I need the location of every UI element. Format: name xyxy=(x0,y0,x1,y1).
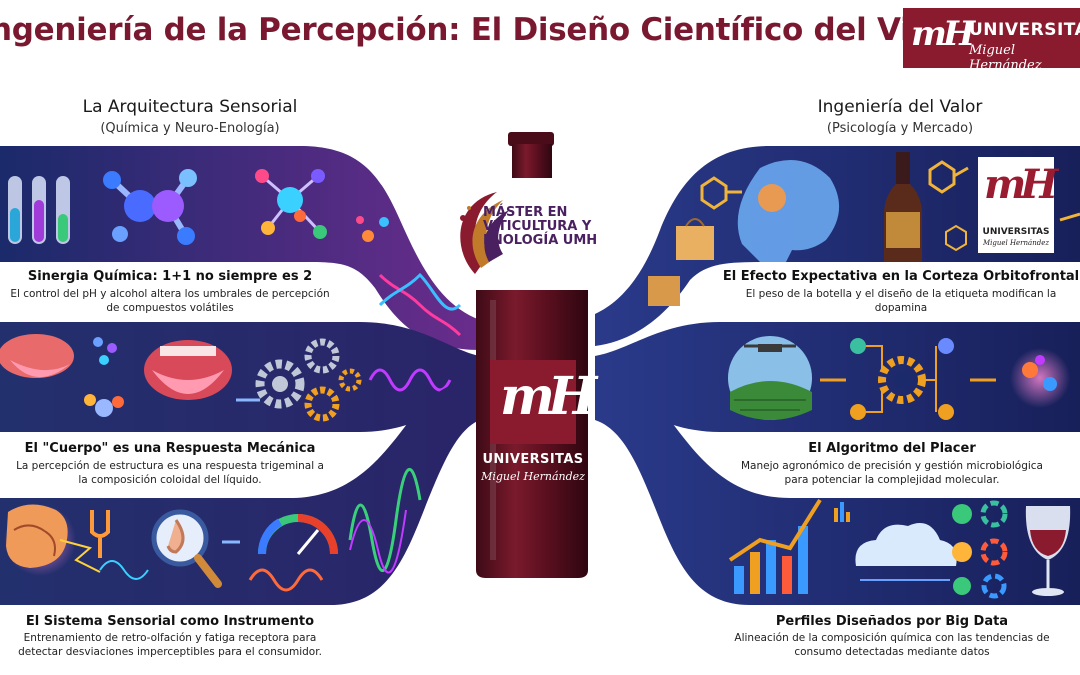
swirl-logo-icon xyxy=(460,192,509,274)
left-panel-2-title: El "Cuerpo" es una Respuesta Mecánica xyxy=(24,441,316,456)
right-panel-1-title: El Efecto Expectativa en la Corteza Orbi… xyxy=(722,269,1080,284)
molecule-icon xyxy=(952,500,1008,599)
shopping-bag-icon xyxy=(648,218,714,306)
logo-line-2: Miguel Hernández xyxy=(969,43,1042,73)
bottle-label-line-1: UNIVERSITAS xyxy=(482,452,584,467)
test-tube-icon xyxy=(8,176,70,244)
molecule-icon xyxy=(928,160,969,252)
left-panel-1-title: Sinergia Química: 1+1 no siempre es 2 xyxy=(27,269,313,284)
panel-logo-line-1: UNIVERSITAS xyxy=(982,227,1050,237)
right-column-subtitle: (Psicología y Mercado) xyxy=(826,121,974,136)
left-column-subtitle: (Química y Neuro-Enología) xyxy=(100,121,280,136)
right-panel-3-title: Perfiles Diseñados por Big Data xyxy=(775,614,1009,629)
molecule-icon xyxy=(700,176,742,210)
molecule-icon xyxy=(1010,348,1070,408)
left-panel-1-description: El control del pH y alcohol altera los u… xyxy=(10,288,330,314)
bottle-label-line-2: Miguel Hernández xyxy=(481,470,585,483)
page-title: ngeniería de la Percepción: El Diseño Ci… xyxy=(0,12,954,48)
master-label: MÁSTER EN VITICULTURA Y ENOLOGÍA UMH xyxy=(445,178,617,290)
gear-icon xyxy=(255,338,362,422)
molecule-icon xyxy=(255,169,327,239)
gear-icon xyxy=(820,338,954,420)
logo-mark: mH xyxy=(911,14,975,54)
master-label-text: MÁSTER EN VITICULTURA Y ENOLOGÍA UMH xyxy=(483,205,598,248)
right-panel-1-description: El peso de la botella y el diseño de la … xyxy=(745,288,1057,314)
right-column-title: Ingeniería del Valor xyxy=(817,97,983,117)
right-panel-3-description: Alineación de la composición química con… xyxy=(734,632,1050,658)
left-column-title: La Arquitectura Sensorial xyxy=(82,97,298,117)
panel-logo-mark: mH xyxy=(984,161,1058,208)
magnifier-nose-icon xyxy=(151,509,222,588)
wine-glass-icon xyxy=(1025,506,1071,596)
right-panel-1 xyxy=(595,146,1080,346)
logo-line-1: UNIVERSITAS xyxy=(969,20,1080,40)
right-panel-2 xyxy=(595,322,1080,432)
left-panel-3-description: Entrenamiento de retro-olfación y fatiga… xyxy=(18,632,322,658)
panel-logo-line-2: Miguel Hernández xyxy=(982,239,1050,247)
left-panel-3-title: El Sistema Sensorial como Instrumento xyxy=(25,614,315,629)
drone-icon xyxy=(728,336,812,420)
right-panel-3 xyxy=(595,378,1080,605)
bottle-logo-mark: mH xyxy=(500,366,597,427)
left-panel-3 xyxy=(0,378,480,605)
panel-university-logo: mH UNIVERSITAS Miguel Hernández xyxy=(978,157,1058,253)
cloud-icon xyxy=(855,523,957,581)
brain-icon xyxy=(4,504,101,576)
molecule-icon xyxy=(84,337,124,417)
molecule-icon xyxy=(103,169,197,245)
left-panel-1 xyxy=(0,146,480,350)
bar-chart-icon xyxy=(834,502,850,522)
right-panel-2-description: Manejo agronómico de precisión y gestión… xyxy=(741,460,1043,486)
left-panel-2-description: La percepción de estructura es una respu… xyxy=(16,460,324,486)
gauge-icon xyxy=(258,514,338,555)
university-logo: mH UNIVERSITAS Miguel Hernández xyxy=(903,8,1080,73)
right-panel-2-title: El Algoritmo del Placer xyxy=(808,441,976,456)
dna-icon xyxy=(356,216,462,337)
brain-icon xyxy=(737,160,840,262)
wine-bottle-icon xyxy=(884,152,922,262)
tuning-fork-icon xyxy=(90,510,110,558)
left-panel-2 xyxy=(0,322,480,432)
bar-chart-icon xyxy=(728,498,822,594)
bottle-logo: mH xyxy=(490,360,597,444)
tongue-icon xyxy=(0,334,232,400)
